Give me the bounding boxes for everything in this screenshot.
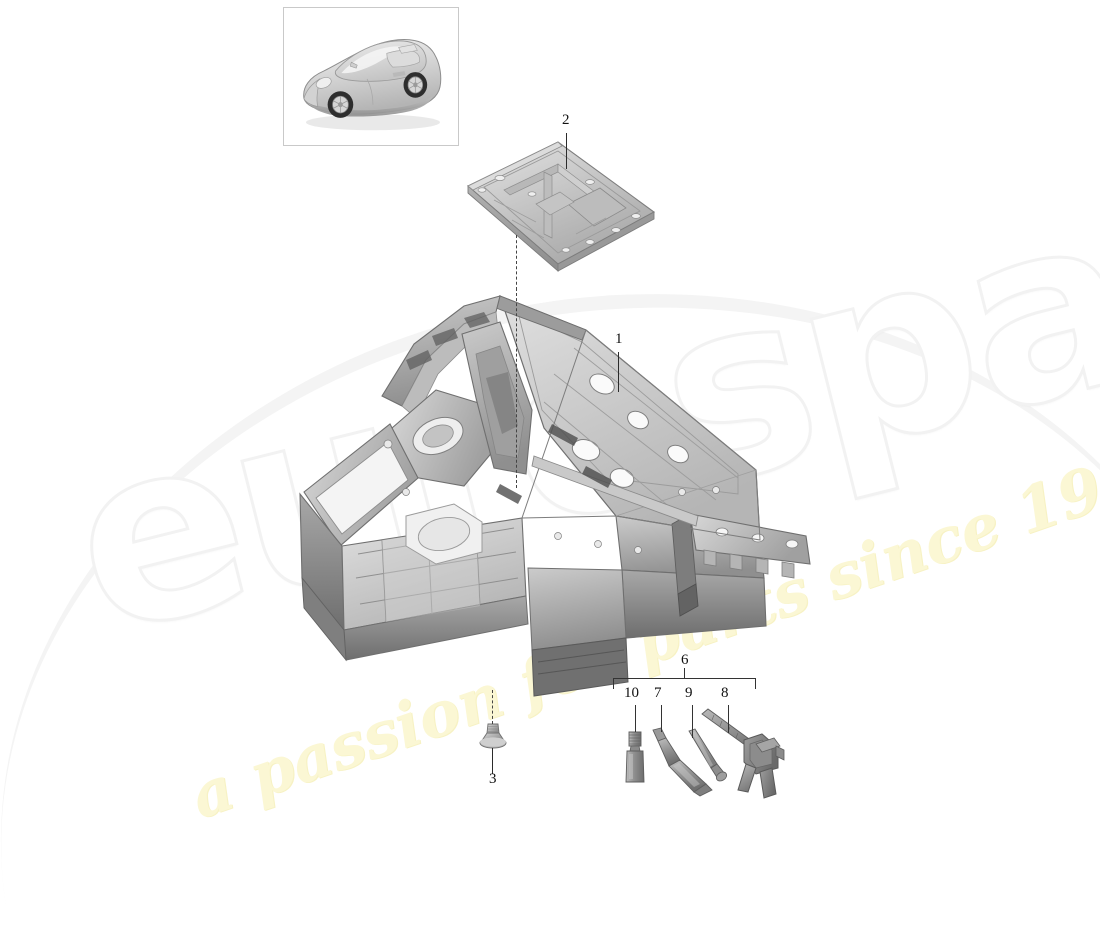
callout-6[interactable]: 6 [681,652,689,668]
part-7-adhesive-cartridge[interactable] [650,726,716,796]
centerline-body [516,288,517,488]
leader-line-9 [692,705,693,738]
part-9-mixing-nozzle[interactable] [687,728,733,786]
callout-1[interactable]: 1 [615,331,623,347]
leader-line-1 [618,352,619,392]
leader-line-7 [661,705,662,732]
centerline-floor-panel [516,235,517,290]
leader-line-3 [492,748,493,774]
diagram-canvas: eurospares a passion for parts since 198… [0,7,1100,928]
leader-line-10 [635,705,636,732]
part-1-front-end-body-shell[interactable] [286,278,826,708]
vehicle-thumbnail[interactable] [283,7,459,146]
part-3-sealing-plug[interactable] [474,722,512,756]
callout-10[interactable]: 10 [624,685,639,701]
leader-line-2 [566,133,567,169]
callout-9[interactable]: 9 [685,685,693,701]
vehicle-illustration [303,39,442,131]
callout-2[interactable]: 2 [562,112,570,128]
callout-7[interactable]: 7 [654,685,662,701]
leader-line-6 [684,668,685,679]
part-8-applicator-gun[interactable] [700,706,790,798]
repair-kit-bracket [613,678,756,689]
callout-3[interactable]: 3 [489,771,497,787]
part-10-activator-bottle[interactable] [620,730,654,790]
part-2-floor-panel[interactable] [440,138,675,283]
leader-line-8 [728,705,729,733]
callout-8[interactable]: 8 [721,685,729,701]
centerline-plug [492,690,493,724]
